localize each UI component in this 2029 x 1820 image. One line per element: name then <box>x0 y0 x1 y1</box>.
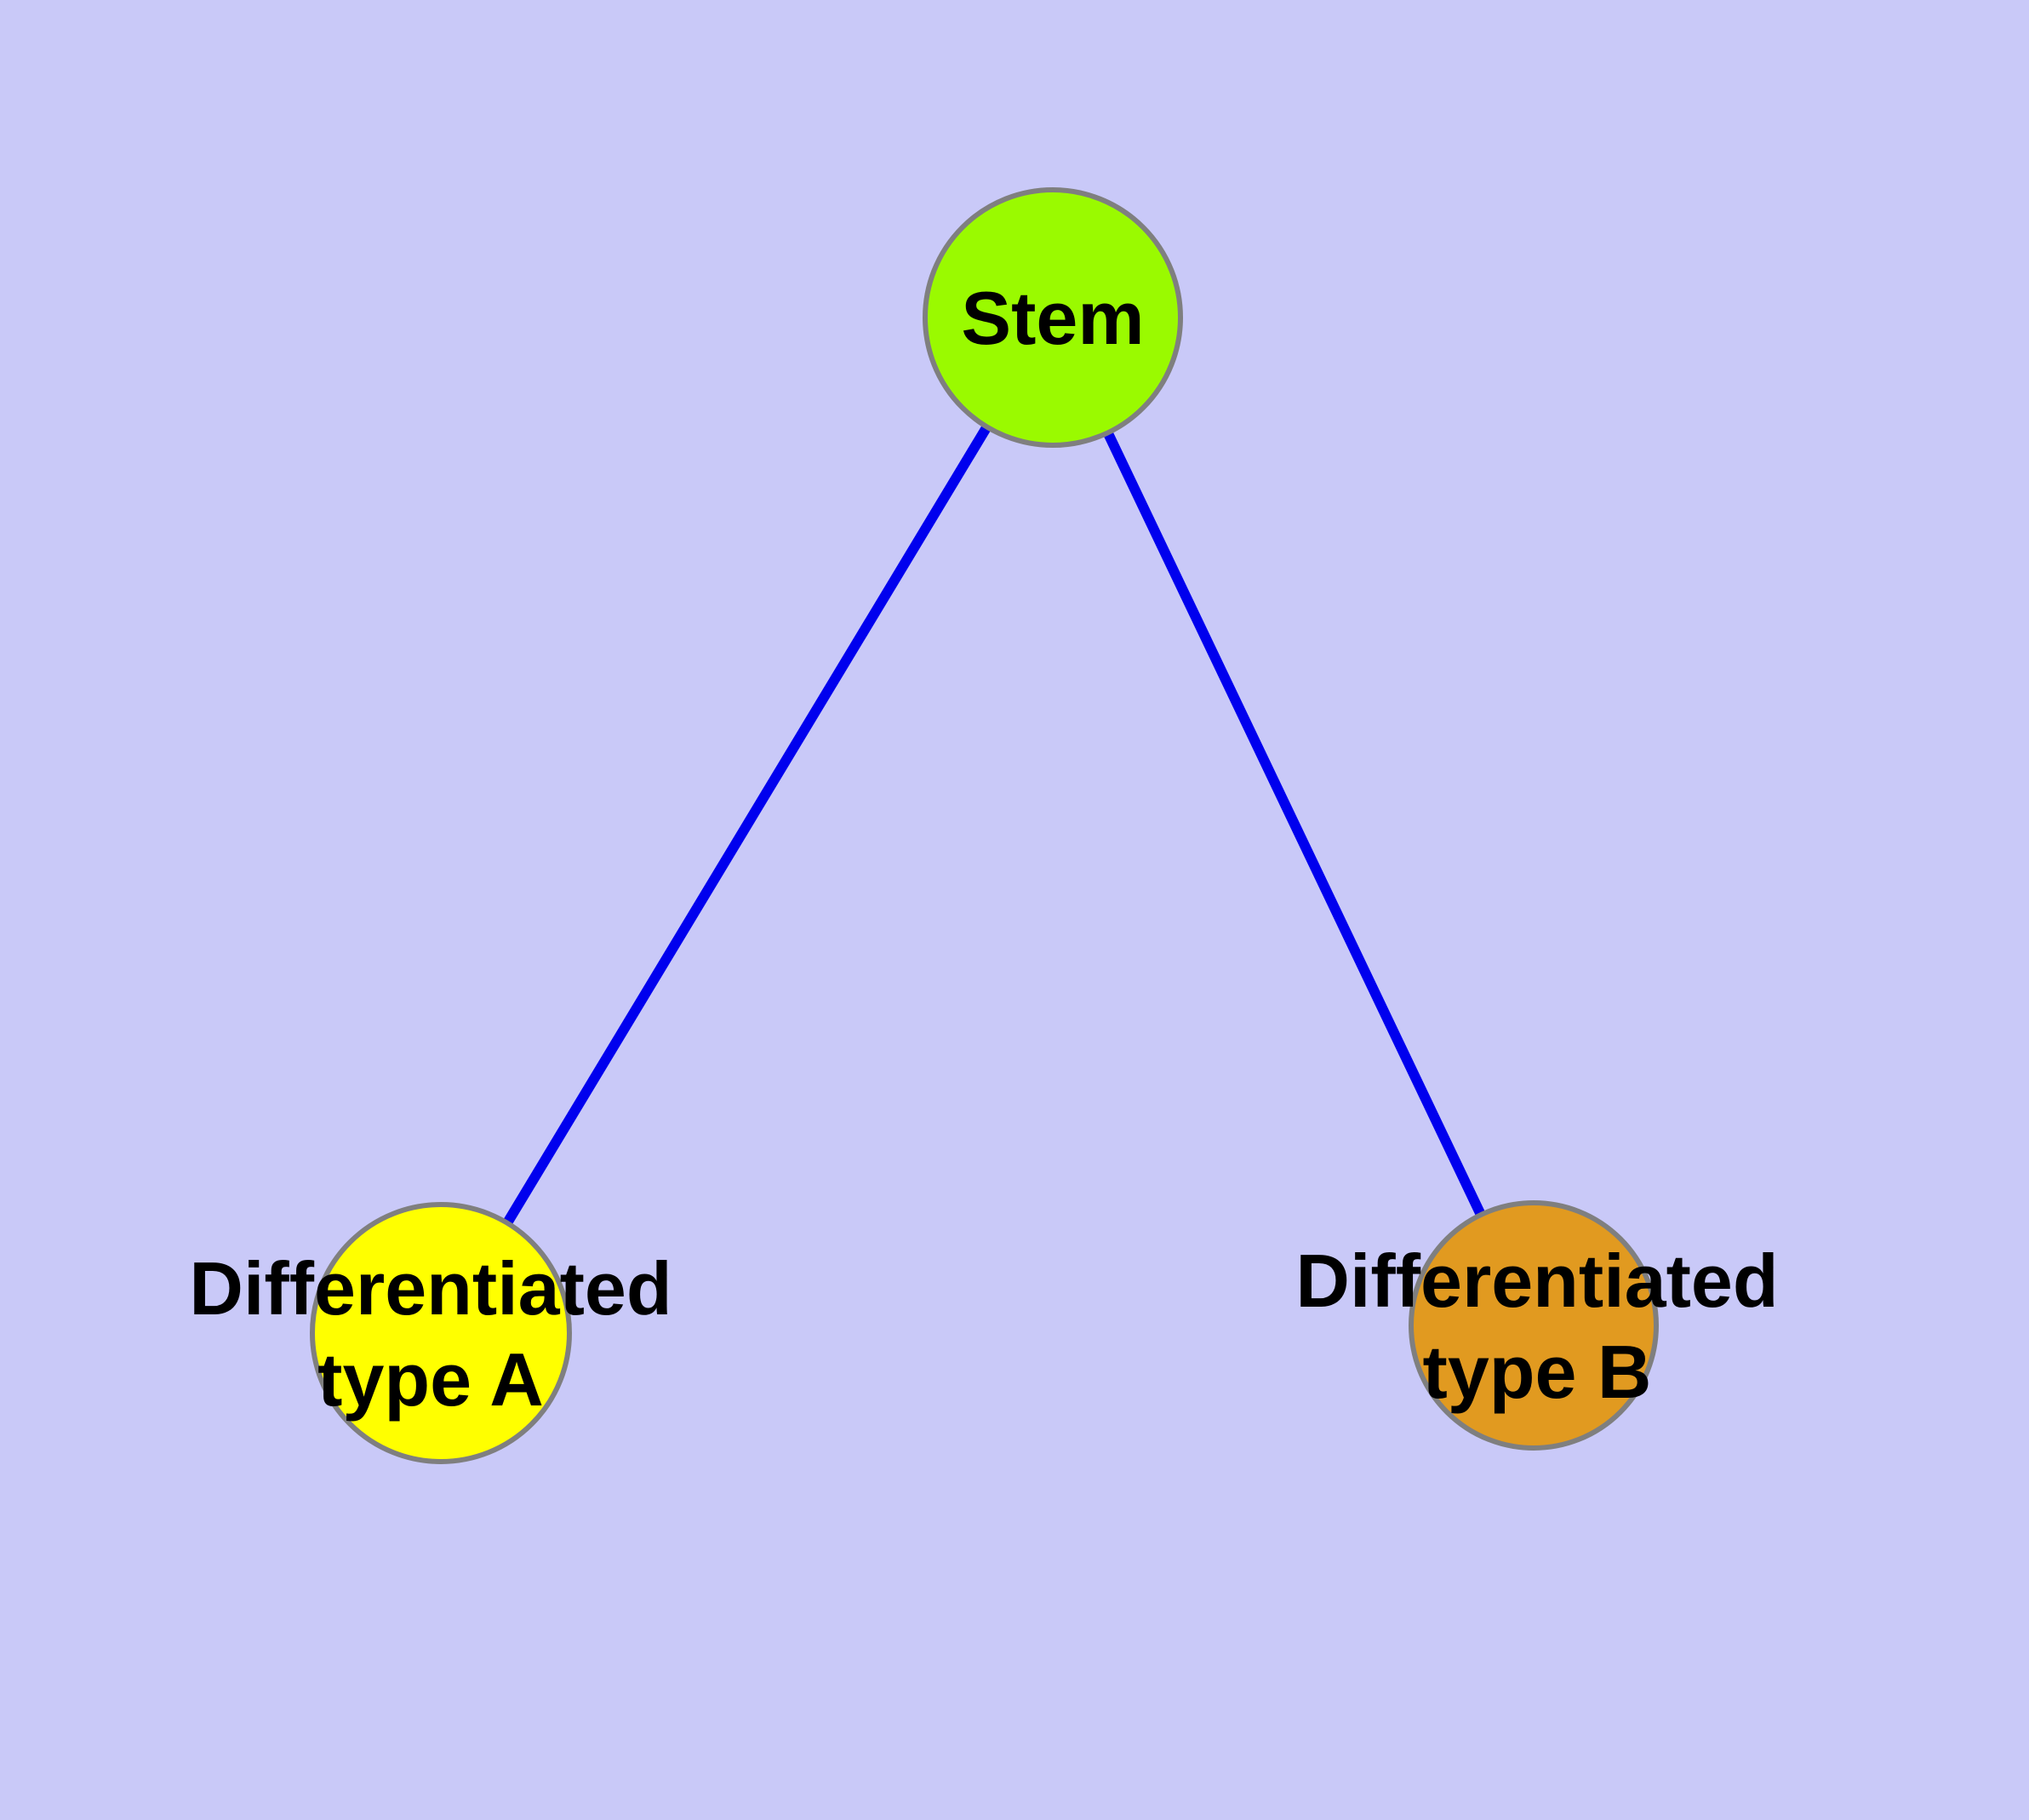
edge-stem-to-type-a <box>436 314 1058 1336</box>
node-stem-circle[interactable] <box>923 187 1183 448</box>
edge-stem-to-type-b <box>1048 315 1539 1328</box>
node-stem: Stem <box>923 187 1183 448</box>
node-type-a-circle[interactable] <box>310 1202 572 1464</box>
node-type-b-circle[interactable] <box>1409 1200 1659 1451</box>
edges <box>436 314 1539 1336</box>
